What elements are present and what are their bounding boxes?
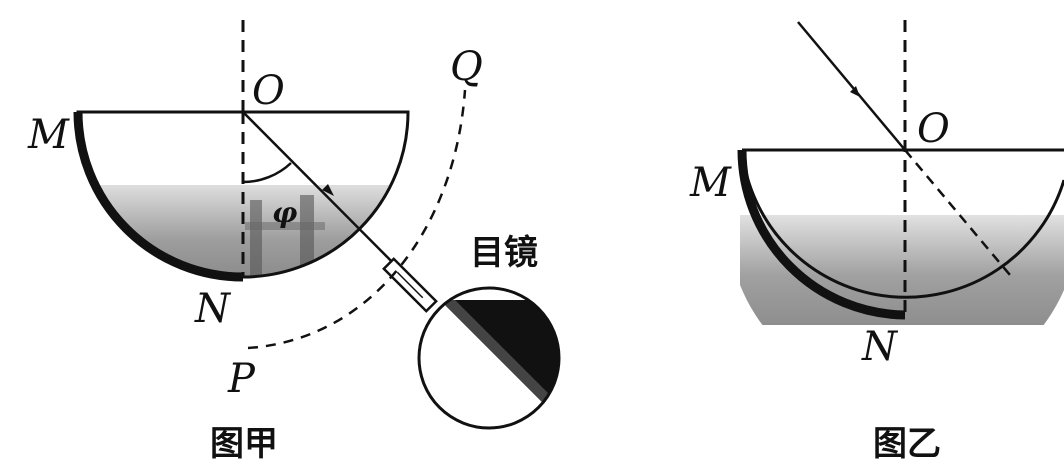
ray-arrow <box>322 184 334 196</box>
label-p: P <box>227 356 256 402</box>
figure-right: O M N 图乙 <box>689 20 1064 464</box>
label-n-left: N <box>194 286 232 332</box>
label-phi: φ <box>272 196 298 229</box>
right-refracted-dashed <box>904 149 1011 276</box>
left-glass-shading <box>78 185 408 277</box>
label-o-right: O <box>917 106 950 152</box>
label-o-left: O <box>252 68 285 114</box>
phi-angle-arc <box>242 162 292 184</box>
label-m-right: M <box>689 160 732 206</box>
caption-left: 图甲 <box>210 424 278 464</box>
caption-right: 图乙 <box>873 424 941 464</box>
label-m-left: M <box>27 112 70 158</box>
label-n-right: N <box>861 324 899 370</box>
eyepiece-view <box>417 286 561 430</box>
right-semicircle-arc <box>740 149 1064 299</box>
right-incident-ray <box>797 21 906 151</box>
telescope-tube <box>382 257 438 313</box>
figure-left: O M N P Q φ 目镜 图甲 <box>27 20 561 464</box>
right-arc-mn <box>737 149 906 320</box>
left-arc-mn <box>73 111 244 282</box>
arc-pq-dashed <box>247 89 467 350</box>
label-q: Q <box>450 44 483 90</box>
label-eyepiece: 目镜 <box>470 233 538 273</box>
right-ray-arrow <box>850 86 860 97</box>
